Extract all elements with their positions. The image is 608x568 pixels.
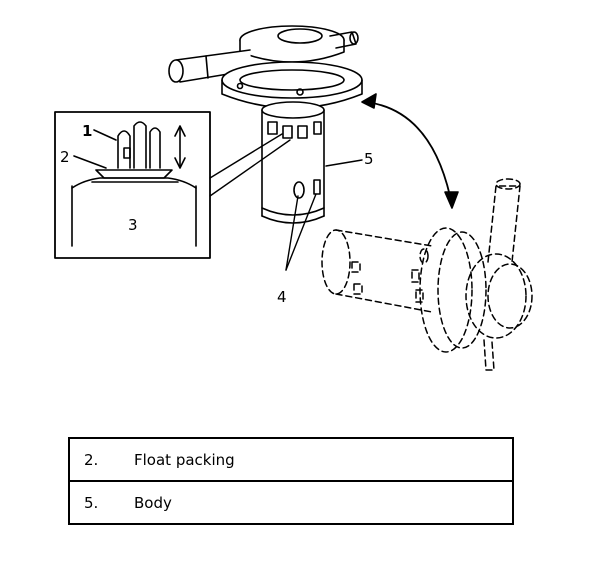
main-assembly (168, 25, 363, 224)
legend-label: Float packing (134, 450, 235, 469)
rotation-arrow (361, 93, 459, 209)
legend-row: 5. Body (69, 480, 513, 524)
callout-5: 5 (364, 150, 374, 168)
legend-number: 2. (84, 450, 99, 469)
callout-4: 4 (277, 288, 287, 306)
callout-3: 3 (128, 216, 138, 234)
legend-label: Body (134, 480, 513, 524)
rotated-assembly (321, 178, 533, 371)
callout-2: 2 (60, 148, 70, 166)
callout-1: 1 (82, 122, 92, 140)
inset-detail (54, 111, 211, 259)
legend-row: 2. Float packing (69, 438, 513, 481)
legend-number: 5. (69, 480, 134, 524)
legend-table: 2. Float packing 5. Body (68, 437, 514, 525)
fuel-pump-diagram: 1 2 3 4 5 (54, 25, 533, 371)
